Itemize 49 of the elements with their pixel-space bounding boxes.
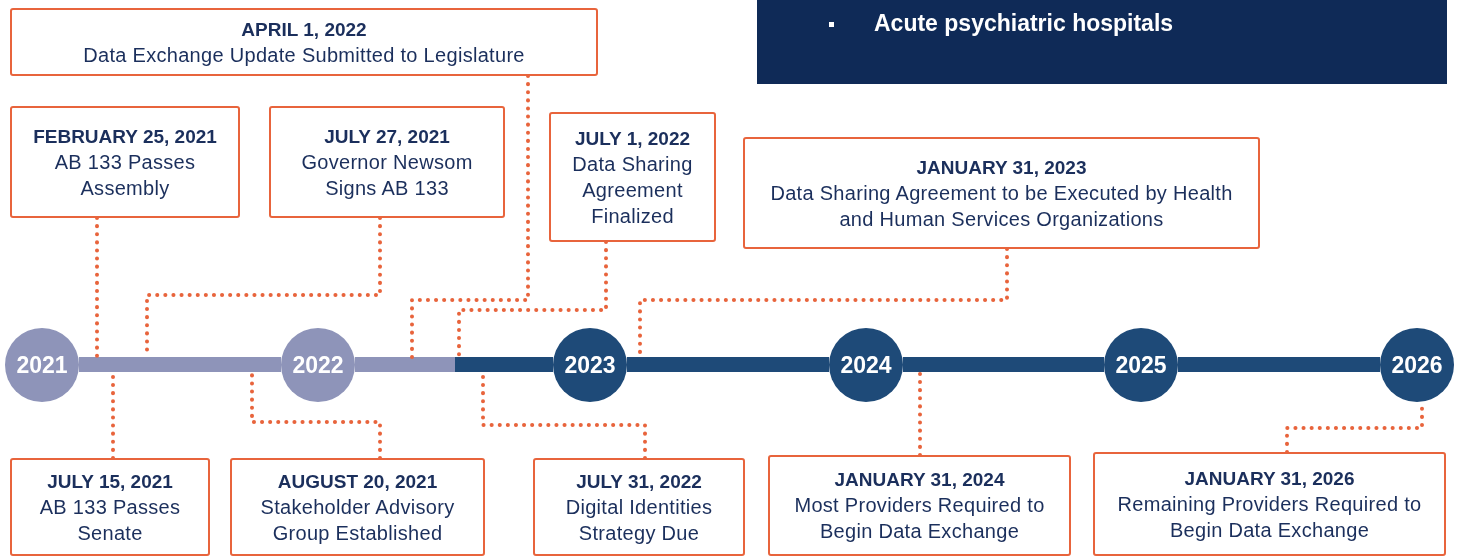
event-card <box>549 112 716 242</box>
timeline-bar <box>79 357 281 372</box>
event-card <box>230 458 485 556</box>
event-text: Data Exchange Update Submitted to Legislature <box>83 42 525 68</box>
event-card <box>10 458 210 556</box>
event-card <box>10 8 598 76</box>
event-card <box>1093 452 1446 556</box>
year-circle: 2022 <box>281 328 355 402</box>
event-card <box>10 106 240 218</box>
event-card <box>533 458 745 556</box>
event-text: AB 133 Passes Assembly <box>53 149 197 201</box>
timeline-bar <box>355 357 455 372</box>
date-heading: FEBRUARY 25, 2021 <box>33 124 217 149</box>
leader-line <box>250 370 382 460</box>
date-heading: JULY 27, 2021 <box>324 124 450 149</box>
date-heading: APRIL 1, 2022 <box>241 17 367 42</box>
year-circle: 2024 <box>829 328 903 402</box>
leader-line <box>918 370 922 457</box>
leader-line <box>457 240 608 359</box>
date-heading: JULY 1, 2022 <box>574 126 691 151</box>
event-card <box>743 137 1260 249</box>
year-circle: 2026 <box>1380 328 1454 402</box>
date-heading: JANUARY 31, 2023 <box>916 155 1087 180</box>
event-text: Digital Identities Strategy Due <box>564 494 714 546</box>
info-panel <box>757 0 1447 84</box>
date-heading: JANUARY 31, 2024 <box>834 468 1005 492</box>
date-heading: JANUARY 31, 2026 <box>1184 466 1355 491</box>
date-heading: JULY 31, 2022 <box>576 469 702 494</box>
event-card <box>269 106 505 218</box>
event-text: AB 133 Passes Senate <box>38 494 182 546</box>
timeline-bar <box>1178 357 1380 372</box>
timeline-bar <box>627 357 829 372</box>
year-circle: 2025 <box>1104 328 1178 402</box>
event-text: Data Sharing Agreement Finalized <box>571 151 694 229</box>
leader-line <box>410 74 530 359</box>
event-text: Most Providers Required to Begin Data Exchange <box>793 493 1046 544</box>
event-text: Remaining Providers Required to Begin Data Exchange <box>1116 491 1423 543</box>
date-heading: AUGUST 20, 2021 <box>277 469 438 494</box>
date-heading: JULY 15, 2021 <box>47 469 173 494</box>
timeline-bar <box>903 357 1104 372</box>
bullet-text: Acute psychiatric hospitals <box>874 10 1174 37</box>
timeline-bar <box>455 357 553 372</box>
event-text: Data Sharing Agreement to be Executed by Health and Human Services Organizations <box>769 180 1234 232</box>
leader-line <box>95 216 99 359</box>
event-text: Stakeholder Advisory Group Established <box>259 494 456 546</box>
event-card <box>768 455 1071 556</box>
event-text: Governor Newsom Signs AB 133 <box>300 149 474 201</box>
year-circle: 2021 <box>5 328 79 402</box>
year-circle: 2023 <box>553 328 627 402</box>
